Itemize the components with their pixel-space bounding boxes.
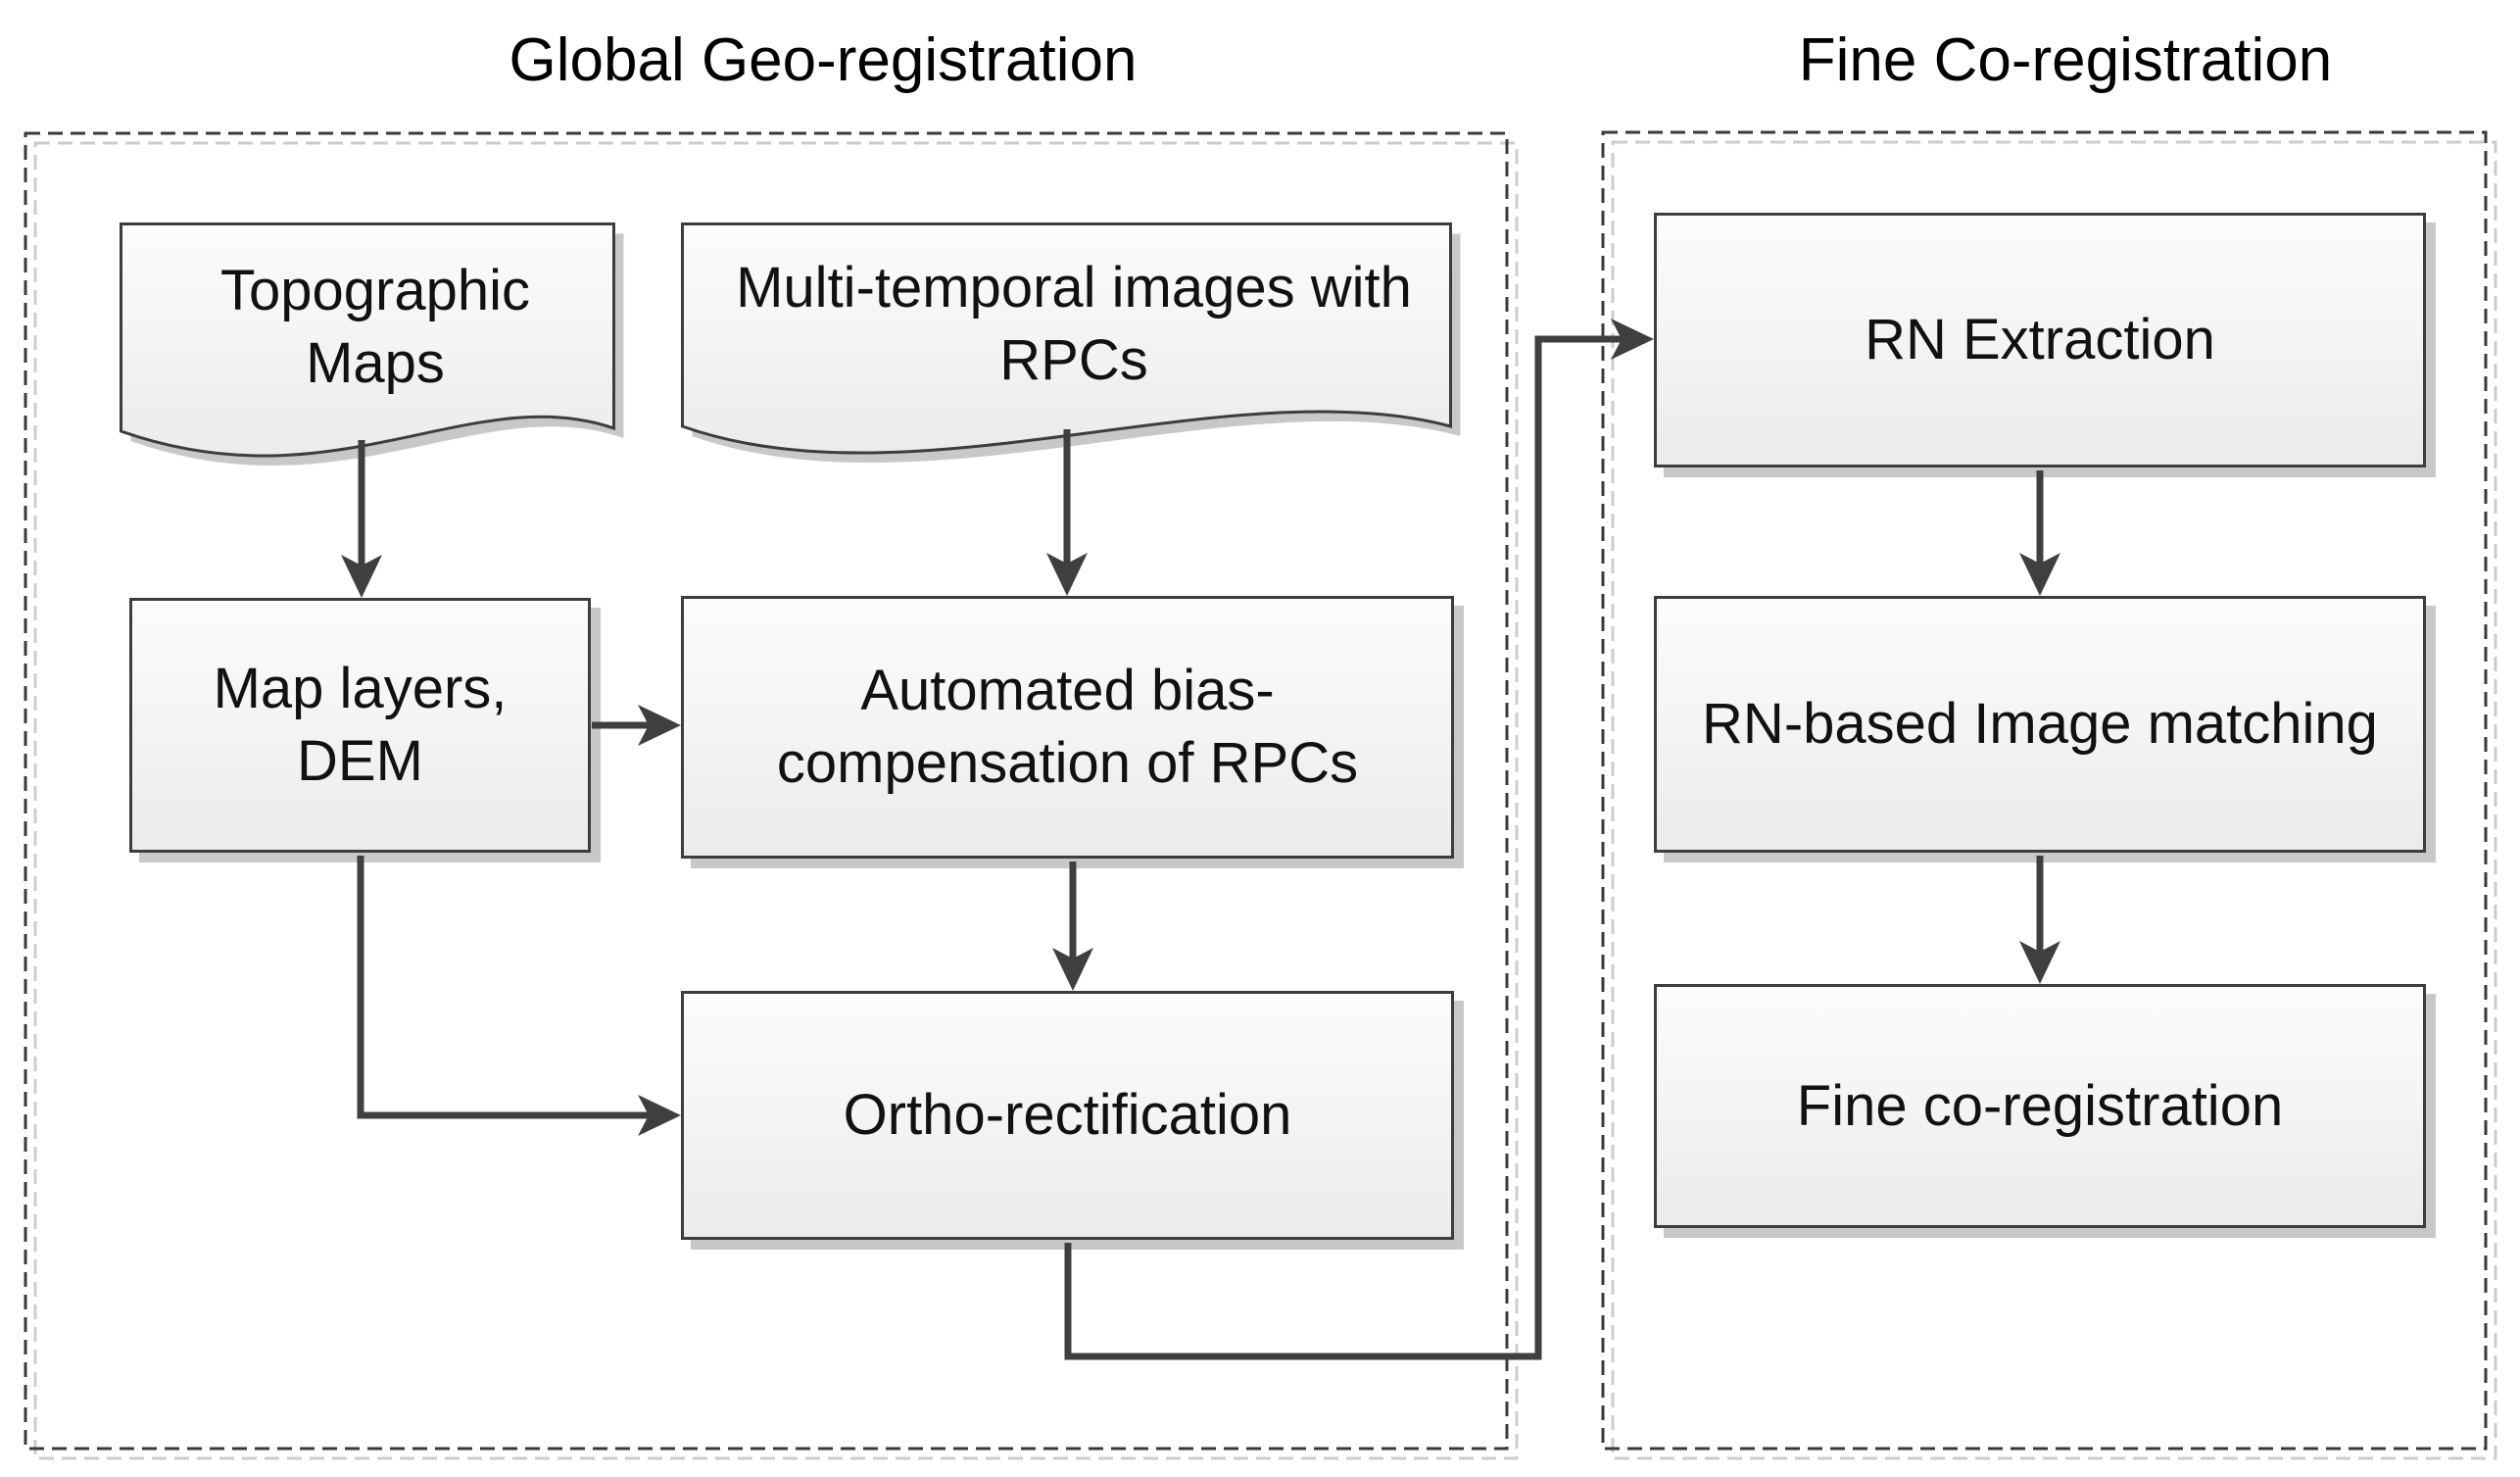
- node-label: RN-based Image matching: [1702, 692, 2378, 756]
- node-ortho-rectification: Ortho-rectification: [681, 991, 1454, 1240]
- node-label: Topographic Maps: [220, 258, 530, 395]
- node-topographic-maps: Topographic Maps: [120, 222, 631, 495]
- document-outline: [120, 222, 615, 458]
- node-label: Ortho-rectification: [843, 1083, 1292, 1147]
- node-rn-image-matching: RN-based Image matching: [1654, 596, 2426, 853]
- node-map-layers-dem: Map layers, DEM: [129, 598, 591, 853]
- node-label: Map layers, DEM: [213, 657, 508, 793]
- node-label: Fine co-registration: [1796, 1073, 2284, 1138]
- global-geo-registration-title: Global Geo-registration: [509, 26, 1138, 94]
- global-panel-border: [24, 131, 1509, 1451]
- document-shape: [120, 222, 624, 467]
- fine-panel-shadow: [1611, 140, 2497, 1460]
- node-label: Multi-temporal images with RPCs: [736, 256, 1412, 392]
- node-label: Automated bias- compensation of RPCs: [776, 659, 1359, 795]
- node-bias-compensation: Automated bias- compensation of RPCs: [681, 596, 1454, 859]
- fine-co-registration-title: Fine Co-registration: [1798, 26, 2333, 94]
- node-multi-temporal-images: Multi-temporal images with RPCs: [681, 222, 1467, 492]
- global-panel-shadow: [33, 141, 1519, 1460]
- node-fine-co-registration: Fine co-registration: [1654, 984, 2426, 1228]
- fine-panel-border: [1601, 130, 2488, 1451]
- node-rn-extraction: RN Extraction: [1654, 213, 2426, 468]
- node-label: RN Extraction: [1865, 308, 2215, 371]
